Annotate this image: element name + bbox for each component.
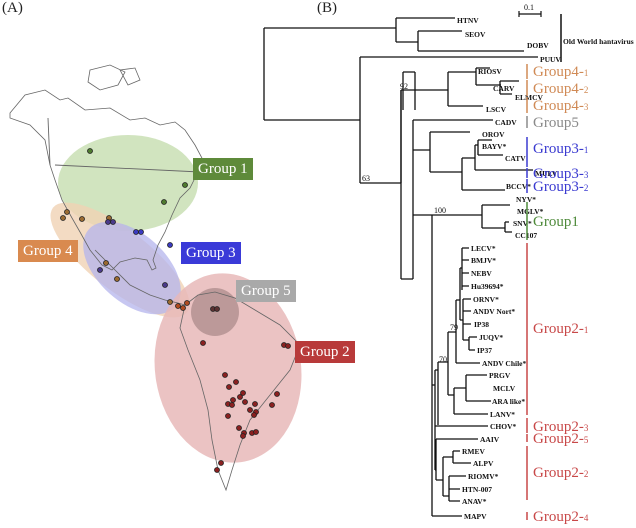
leaf-label: ANDV Chile*	[482, 359, 526, 368]
leaf-label: SEOV	[465, 30, 486, 39]
leaf-label: CARV	[493, 84, 515, 93]
leaf-label: MULV	[535, 169, 558, 178]
group1-label: Group 1	[193, 158, 253, 180]
leaf-label: SNV*	[513, 219, 532, 228]
branch	[453, 374, 491, 415]
panel-a-label: (A)	[2, 0, 23, 16]
branch	[437, 361, 448, 425]
group2-branches	[431, 247, 491, 517]
tree-branches	[263, 17, 538, 385]
leaf-label: BMJV*	[471, 256, 496, 265]
leaf-label: MAPV	[464, 512, 487, 521]
branch	[432, 369, 438, 470]
branch	[431, 385, 462, 517]
leaf-label: BAYV*	[482, 142, 507, 151]
group-label: Group2-4	[533, 509, 589, 525]
leaf-label: Hu39694*	[471, 282, 504, 291]
leaf-label: LSCV	[486, 105, 507, 114]
branch	[455, 299, 480, 364]
bootstrap-63: 63	[362, 174, 370, 183]
leaf-label: CHOV*	[490, 422, 517, 431]
leaf-label: OROV	[482, 130, 505, 139]
group3-label: Group 3	[181, 242, 241, 264]
leaf-label: LECV*	[471, 244, 496, 253]
leaf-label: RMEV	[462, 447, 485, 456]
group1-region	[58, 135, 198, 231]
leaf-label: JUQV*	[479, 333, 503, 342]
leaf-label: ANAV*	[462, 497, 487, 506]
leaf-label: DOBV	[527, 41, 549, 50]
branch	[435, 438, 478, 502]
leaf-label: CADV	[495, 118, 517, 127]
group-label: Group5	[533, 115, 579, 131]
leaf-label: IP37	[477, 346, 492, 355]
americas-map	[9, 64, 302, 492]
branch	[447, 331, 456, 396]
group-label: Group4-1	[533, 64, 588, 80]
bootstrap-92: 92	[400, 82, 408, 91]
group-label: Group2-2	[533, 465, 588, 481]
leaf-label: PRGV	[489, 371, 511, 380]
branch	[459, 247, 469, 320]
scale-bar-label: 0.1	[524, 3, 534, 12]
group-label: Group3-3	[533, 166, 589, 182]
bootstrap-100: 100	[434, 206, 446, 215]
group-label: Group4-2	[533, 81, 588, 97]
leaf-label: NYV*	[516, 195, 536, 204]
sample-points	[60, 148, 291, 473]
leaf-label: PUUV	[540, 55, 561, 64]
group-label: Group3-1	[533, 141, 588, 157]
leaf-label: CATV	[505, 154, 526, 163]
group-label: Group2-5	[533, 431, 589, 447]
leaf-label: ORNV*	[473, 295, 499, 304]
group2-region	[154, 273, 302, 463]
group3-region	[83, 221, 181, 315]
group-label: Group4-3	[533, 98, 589, 114]
group-label: Group1	[533, 214, 579, 230]
leaf-label: RIOSV	[478, 67, 502, 76]
panel-b-label: (B)	[317, 0, 337, 16]
group-label: Group3-2	[533, 179, 588, 195]
group-label: Group2-3	[533, 419, 589, 435]
leaf-label: ALPV	[473, 459, 494, 468]
group2-label: Group 2	[295, 341, 355, 363]
group-labels: Group4-1Group4-2Group4-3Group5Group3-1Gr…	[526, 64, 589, 525]
leaf-label: LANV*	[490, 410, 515, 419]
leaf-label: BCCV*	[506, 182, 531, 191]
leaf-label: RIOMV*	[468, 472, 499, 481]
group5-region	[191, 288, 239, 336]
leaf-label: HTNV	[457, 16, 479, 25]
leaf-label: HTN-007	[462, 485, 492, 494]
leaf-label: ANDV Nort*	[473, 307, 515, 316]
leaf-label: MGLV*	[517, 207, 544, 216]
leaf-label: ELMCV	[515, 93, 544, 102]
outgroup-label: Old World hantavirus	[563, 37, 634, 46]
group5-label: Group 5	[236, 280, 296, 302]
leaf-label: MCLV	[493, 384, 516, 393]
leaf-label: IP38	[474, 320, 489, 329]
group-label: Group2-1	[533, 321, 588, 337]
branch	[460, 298, 477, 351]
group4-label: Group 4	[18, 240, 78, 262]
bootstrap-70: 70	[439, 355, 447, 364]
leaf-label: NEBV	[471, 269, 492, 278]
leaf-label: ARA like*	[492, 397, 525, 406]
leaf-label: CC107	[515, 231, 537, 240]
bootstrap-79: 79	[450, 323, 458, 332]
leaf-label: AAIV	[480, 435, 500, 444]
scale-bar	[518, 11, 542, 17]
